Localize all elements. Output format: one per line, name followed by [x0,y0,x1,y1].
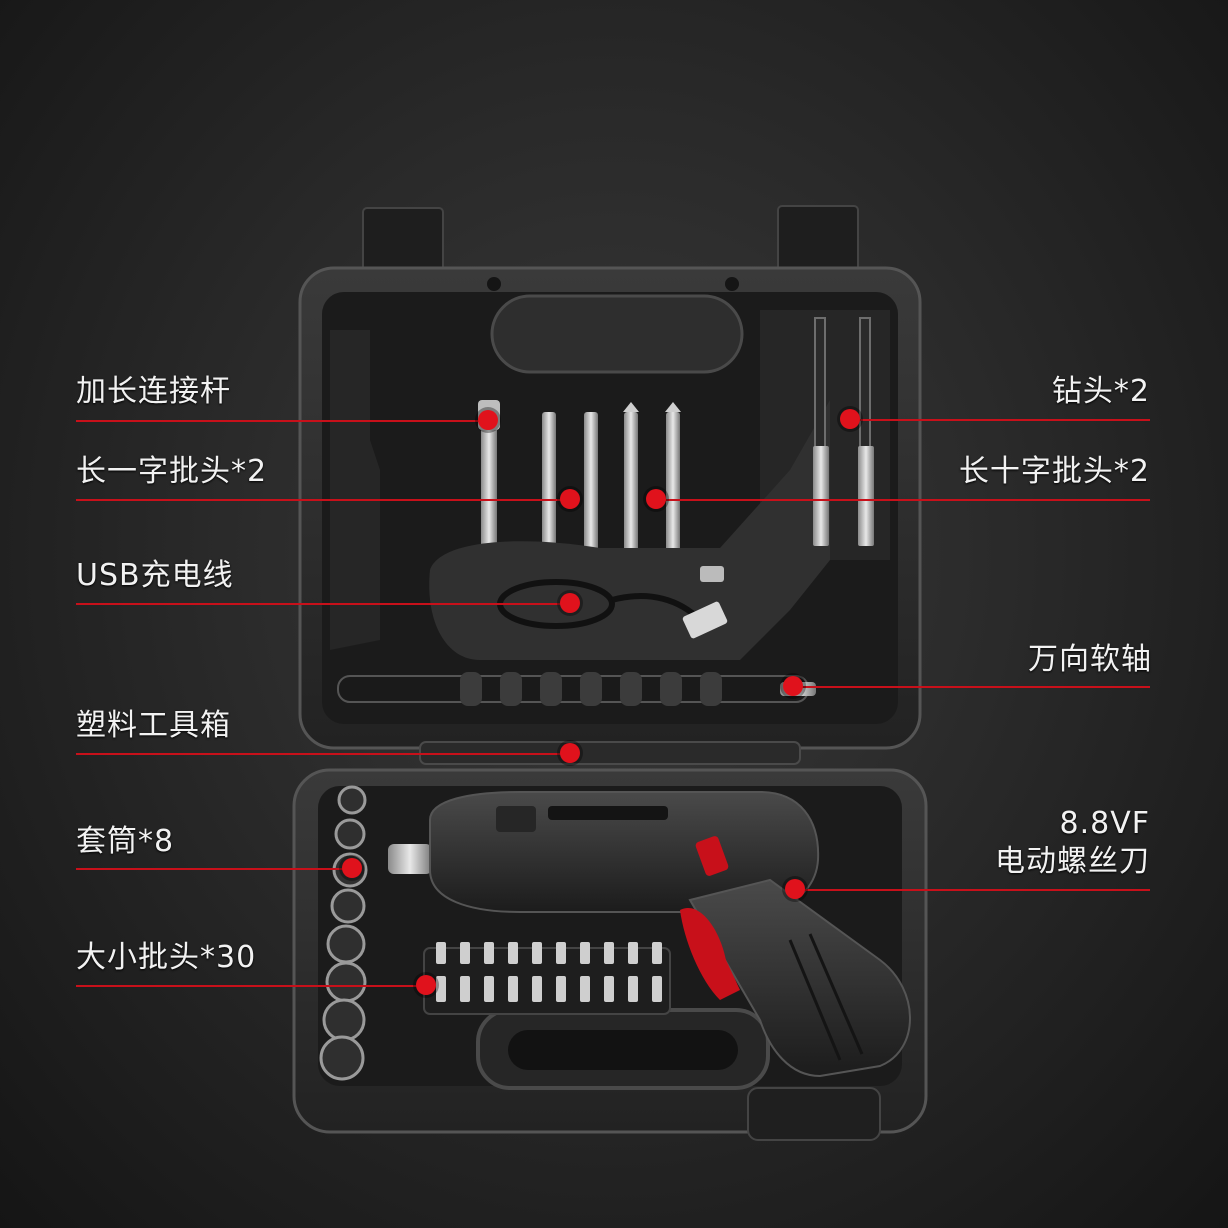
callout-line-long-flat-bits [76,499,570,501]
callout-dot-usb-cable [560,593,580,613]
label-usb-cable: USB充电线 [76,558,234,593]
label-extension-rod: 加长连接杆 [76,374,231,409]
callout-dot-bits [416,975,436,995]
callout-dot-flex-shaft [783,676,803,696]
callout-dot-screwdriver [785,879,805,899]
label-flex-shaft: 万向软轴 [1028,642,1152,677]
label-drill-bits: 钻头*2 [1051,374,1150,409]
callout-dot-extension-rod [478,410,498,430]
callout-dot-long-flat-bits [560,489,580,509]
drill-bits [813,317,874,546]
label-sockets: 套筒*8 [76,824,175,859]
callout-line-bits [76,985,426,987]
long-bits [542,402,681,554]
callout-line-usb-cable [76,603,570,605]
label-long-cross-bits: 长十字批头*2 [958,454,1150,489]
callout-dot-long-cross-bits [646,489,666,509]
callout-line-long-cross-bits [656,499,1150,501]
label-screwdriver-name: 电动螺丝刀 [995,844,1150,879]
callout-line-drill-bits [850,419,1150,421]
bit-holder [423,942,671,1015]
label-plastic-case: 塑料工具箱 [76,708,231,743]
callout-line-flex-shaft [793,686,1150,688]
flex-shaft [337,672,816,706]
callout-line-plastic-case [76,753,570,755]
callout-line-extension-rod [76,420,488,422]
callout-line-sockets [76,868,352,870]
callout-dot-plastic-case [560,743,580,763]
case-latches [362,205,859,271]
label-screwdriver-voltage: 8.8VF [1059,806,1150,841]
label-long-flat-bits: 长一字批头*2 [76,454,268,489]
label-bits-small-large: 大小批头*30 [76,940,257,975]
lid-recess [429,400,830,660]
callout-line-screwdriver [795,889,1150,891]
electric-screwdriver [388,791,911,1078]
callout-dot-drill-bits [840,409,860,429]
callout-dot-sockets [342,858,362,878]
